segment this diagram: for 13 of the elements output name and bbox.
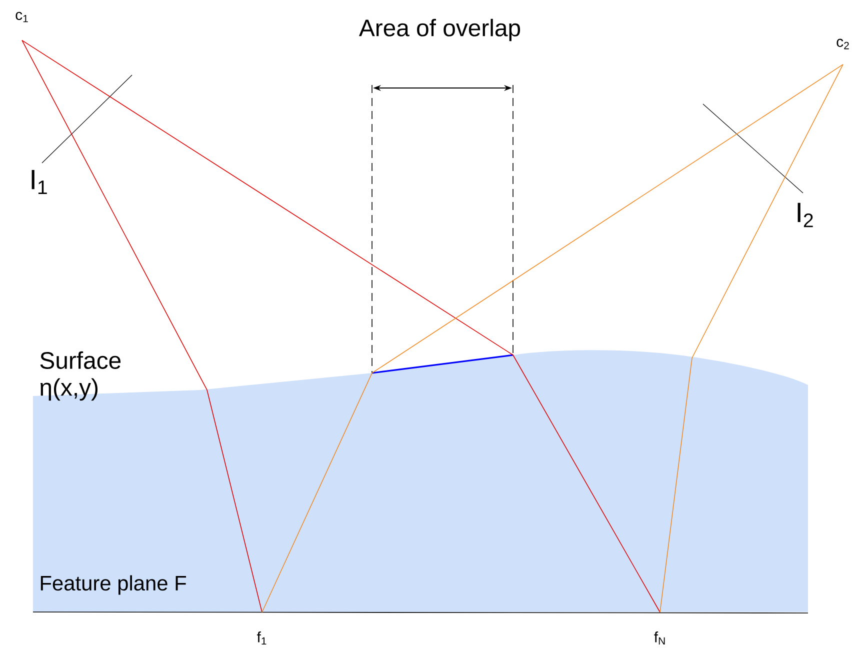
feature-plane-label: Feature plane F — [40, 575, 186, 595]
light-ray — [660, 64, 844, 613]
image-plane-label: I$_{2}$ — [798, 202, 813, 228]
point-label: c$_{1}$ — [16, 12, 28, 22]
light-ray — [262, 64, 844, 613]
light-ray — [22, 40, 262, 613]
surface-label: Surface η(x,y) — [40, 351, 121, 401]
image-plane-label: I$_{1}$ — [32, 170, 47, 194]
point-label: f$_{1}$ — [257, 631, 266, 645]
light-ray — [22, 40, 660, 613]
point-label: f$_{N}$ — [654, 631, 665, 645]
title-label: Area of overlap — [358, 18, 520, 42]
point-label: c$_{2}$ — [836, 38, 849, 50]
